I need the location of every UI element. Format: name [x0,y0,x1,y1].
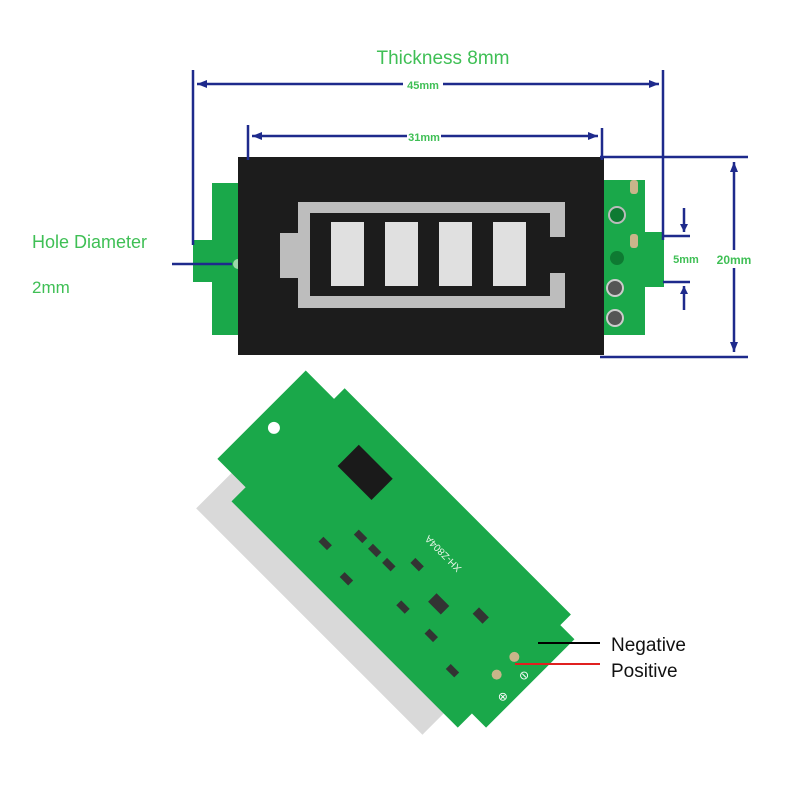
hole-diameter-value: 2mm [32,278,70,297]
smd-components [318,529,489,678]
arrowheads [197,80,738,352]
height-label: 20mm [717,253,752,267]
battery-bar [439,222,472,286]
ic-chip [337,444,393,500]
thickness-label: Thickness 8mm [376,48,509,69]
top-module [193,157,664,355]
positive-label: Positive [611,661,678,682]
overall-length-label: 45mm [407,80,439,92]
negative-label: Negative [611,635,686,656]
dimension-labels: Thickness 8mm 45mm 31mm 20mm 5mm Hole Di… [32,48,752,297]
battery-bar [385,222,418,286]
pcb-board [217,370,575,728]
battery-bar [331,222,364,286]
pin-pitch-label: 5mm [673,254,699,266]
battery-bar [493,222,526,286]
pcb-left-tab [193,183,240,335]
wire-annotations: Negative Positive [515,635,686,682]
hole-diameter-label: Hole Diameter [32,232,147,252]
solder-pads [606,180,638,327]
battery-bars [331,222,526,286]
battery-outline-icon [280,202,565,308]
pcb-back-view: XH-Z804A ⊖ ⊕ [196,370,575,735]
display-length-label: 31mm [408,132,440,144]
board-mounting-hole [267,421,280,434]
